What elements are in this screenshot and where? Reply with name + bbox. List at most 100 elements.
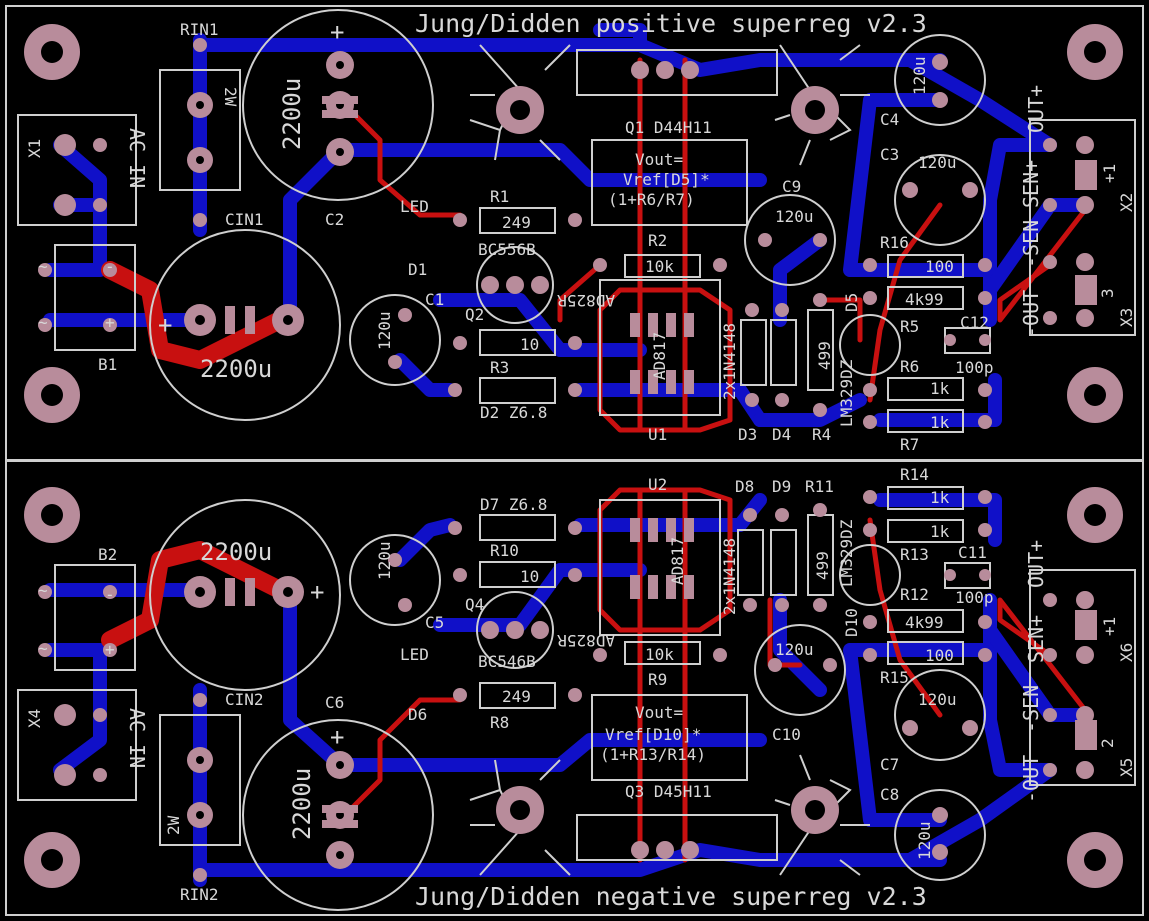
- value-r3: 10: [520, 335, 539, 354]
- pol-c2: +: [330, 18, 344, 46]
- label-c8: C8: [880, 785, 899, 804]
- label-c10: C10: [772, 725, 801, 744]
- value-r7: 1k: [930, 413, 950, 432]
- label-c6: C6: [325, 693, 344, 712]
- label-q3: Q3 D45H11: [625, 782, 712, 801]
- label-r13: R13: [900, 545, 929, 564]
- value-c4: 120u: [910, 56, 929, 95]
- label-led-bottom: LED: [400, 645, 429, 664]
- label-u1: U1: [648, 425, 667, 444]
- label-r7: R7: [900, 435, 919, 454]
- label-q2: Q2: [465, 305, 484, 324]
- title-top: Jung/Didden positive superreg v2.3: [415, 9, 927, 38]
- cap-bodies: [225, 96, 358, 828]
- value-r8: 249: [502, 687, 531, 706]
- label-r8: R8: [490, 713, 509, 732]
- pol-b2-minus: -: [105, 585, 115, 604]
- label-rin1: RIN1: [180, 20, 219, 39]
- label-c7: C7: [880, 755, 899, 774]
- label-r12: R12: [900, 585, 929, 604]
- label-q4: Q4: [465, 595, 484, 614]
- pol-cin1: +: [158, 311, 172, 339]
- label-d4: D4: [772, 425, 791, 444]
- label-r11: R11: [805, 477, 834, 496]
- label-c12: C12: [960, 313, 989, 332]
- label-ac-in-top: AC IN: [125, 128, 149, 188]
- value-r12: 4k99: [905, 613, 944, 632]
- label-d3: D3: [738, 425, 757, 444]
- label-x2-pin: +1: [1100, 164, 1119, 183]
- vout-bottom-3: (1+R13/R14): [600, 745, 706, 764]
- label-d1: D1: [408, 260, 427, 279]
- value-r13: 1k: [930, 522, 950, 541]
- label-c5: C5: [425, 613, 444, 632]
- value-c8: 120u: [915, 821, 934, 860]
- label-lm329-top: LM329DZ: [837, 359, 856, 427]
- label-c1: C1: [425, 290, 444, 309]
- label-b2: B2: [98, 545, 117, 564]
- label-r9: R9: [648, 670, 667, 689]
- value-c10: 120u: [775, 640, 814, 659]
- label-u2: U2: [648, 475, 667, 494]
- value-r9: 10k: [645, 645, 674, 664]
- label-2x1n4148-bottom: 2x1N4148: [720, 538, 739, 615]
- value-r14: 1k: [930, 488, 950, 507]
- label-r5: R5: [900, 317, 919, 336]
- pol-b1-minus: -: [105, 257, 115, 276]
- vout-top-3: (1+R6/R7): [608, 190, 695, 209]
- label-x6-pin: +1: [1100, 617, 1119, 636]
- label-sen-plus-bottom: SEN+: [1024, 615, 1048, 663]
- label-d8: D8: [735, 477, 754, 496]
- value-cin1: 2200u: [200, 355, 272, 383]
- vout-top-2: Vref[D5]*: [623, 170, 710, 189]
- label-led-top: LED: [400, 197, 429, 216]
- label-sen-plus-top: SEN+: [1019, 160, 1043, 208]
- label-ad817-top: AD817: [650, 332, 669, 380]
- vout-top-1: Vout=: [635, 150, 683, 169]
- pol-cin2: +: [310, 578, 324, 606]
- label-d7: D7 Z6.8: [480, 495, 547, 514]
- component-pads: [38, 38, 1097, 882]
- value-r11: 499: [813, 551, 832, 580]
- top-red-traces: [101, 57, 1088, 433]
- label-c4: C4: [880, 110, 899, 129]
- label-x4: X4: [25, 709, 44, 728]
- label-d10: D10: [842, 608, 861, 637]
- value-r5: 4k99: [905, 290, 944, 309]
- value-c5: 120u: [375, 541, 394, 580]
- label-out-minus-bottom: -OUT: [1019, 755, 1043, 803]
- label-ad817-bottom: AD817: [668, 537, 687, 585]
- label-out-minus-top: -OUT: [1019, 290, 1043, 338]
- vout-bottom-2: Vref[D10]*: [605, 725, 701, 744]
- label-r15: R15: [880, 668, 909, 687]
- label-ad825r-top: AD825R: [557, 291, 615, 310]
- label-bc546b: BC546B: [478, 652, 536, 671]
- label-r4: R4: [812, 425, 831, 444]
- label-cin2: CIN2: [225, 690, 264, 709]
- label-sen-minus-bottom: -SEN: [1019, 685, 1043, 733]
- label-x6: X6: [1117, 643, 1136, 662]
- label-cin1: CIN1: [225, 210, 264, 229]
- pol-b1-tilde1: ~: [38, 257, 48, 276]
- label-x5-pin: 2: [1098, 738, 1117, 748]
- top-silkscreen-shapes: [17, 9, 1136, 433]
- pol-b2-plus: +: [105, 640, 115, 659]
- label-b1: B1: [98, 355, 117, 374]
- value-r1: 249: [502, 213, 531, 232]
- label-rin2: RIN2: [180, 885, 219, 904]
- label-sen-minus-top: -SEN: [1019, 220, 1043, 268]
- value-r15: 100: [925, 646, 954, 665]
- label-x1: X1: [25, 139, 44, 158]
- label-out-plus-top: OUT+: [1024, 85, 1048, 133]
- label-r2: R2: [648, 231, 667, 250]
- label-r16: R16: [880, 233, 909, 252]
- label-2x1n4148-top: 2x1N4148: [720, 323, 739, 400]
- pol-c6: +: [330, 723, 344, 751]
- label-r3: R3: [490, 358, 509, 377]
- label-bc556b: BC556B: [478, 240, 536, 259]
- pol-b2-tilde2: ~: [38, 639, 48, 658]
- board-outline-bottom: [5, 460, 1144, 916]
- value-c3: 120u: [918, 153, 957, 172]
- value-c6: 2200u: [288, 768, 316, 840]
- bottom-red-traces: [101, 487, 1088, 863]
